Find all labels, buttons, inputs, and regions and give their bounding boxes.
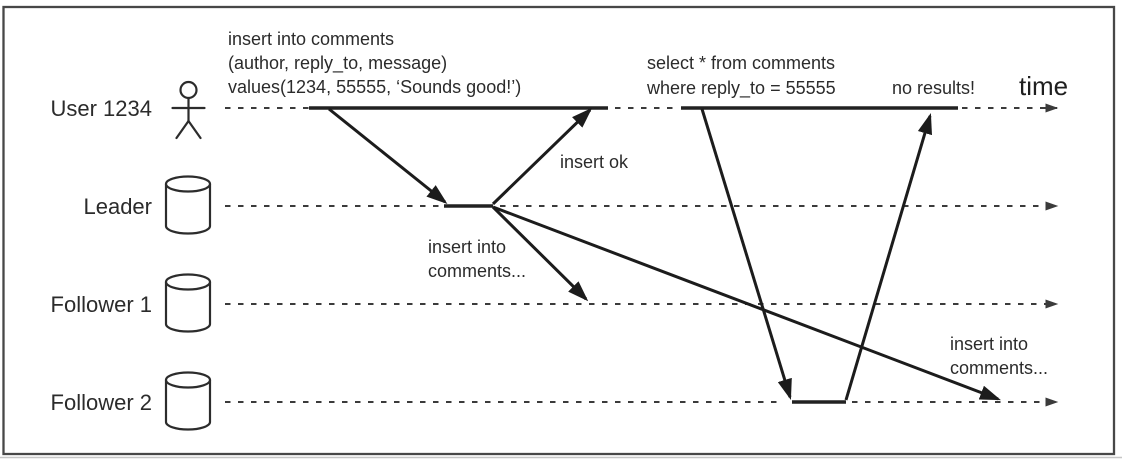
insert-ok-arrow <box>491 107 593 206</box>
insert-query-text-line-3: values(1234, 55555, ‘Sounds good!’) <box>228 77 521 97</box>
replication-to-follower1-arrow <box>491 205 589 302</box>
diagram-border <box>2 5 1116 456</box>
replication-label-left-line-1: insert into <box>428 237 506 257</box>
actor-label-leader: Leader <box>83 194 152 219</box>
database-icon-leader <box>164 175 212 235</box>
replication-to-follower2-arrow <box>492 205 1001 401</box>
insert-request-arrow <box>328 107 448 204</box>
select-query-text-line-1: select * from comments <box>647 53 835 73</box>
time-axis-label: time <box>1019 71 1068 101</box>
insert-query-text-line-1: insert into comments <box>228 29 394 49</box>
select-query-text-line-2: where reply_to = 55555 <box>646 78 836 99</box>
actor-label-follower-2: Follower 2 <box>51 390 152 415</box>
insert-query-text-line-2: (author, reply_to, message) <box>228 53 447 74</box>
replication-label-right-line-1: insert into <box>950 334 1028 354</box>
no-results-response-arrow <box>844 112 932 401</box>
actor-label-follower-1: Follower 1 <box>51 292 152 317</box>
select-request-arrow <box>700 108 792 401</box>
database-icon-follower-2 <box>164 371 212 431</box>
actor-label-user: User 1234 <box>50 96 152 121</box>
database-icon-follower-1 <box>164 273 212 333</box>
person-icon <box>171 80 206 140</box>
replication-label-left-line-2: comments... <box>428 261 526 281</box>
no-results-label: no results! <box>892 78 975 98</box>
insert-ok-label: insert ok <box>560 152 629 172</box>
replication-label-right-line-2: comments... <box>950 358 1048 378</box>
